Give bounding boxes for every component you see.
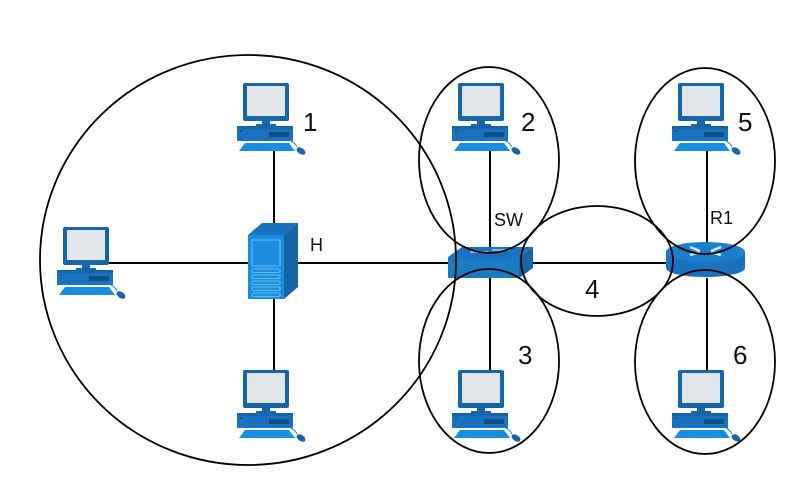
domain-label-2: 2 bbox=[521, 107, 535, 137]
pc-hub-bottom bbox=[236, 369, 308, 444]
domain-ellipse-5 bbox=[634, 67, 776, 255]
switch-label: SW bbox=[494, 210, 523, 230]
pc-sw-top bbox=[451, 82, 523, 157]
pc-hub-top bbox=[236, 82, 308, 157]
domain-ellipse-1 bbox=[39, 54, 457, 466]
domain-ellipse-3 bbox=[418, 268, 560, 454]
domain-label-1: 1 bbox=[303, 107, 317, 137]
router-label: R1 bbox=[710, 208, 733, 228]
domain-boundaries bbox=[39, 54, 776, 466]
pc-sw-bottom bbox=[451, 369, 523, 444]
domain-label-4: 4 bbox=[585, 274, 599, 304]
domain-label-5: 5 bbox=[738, 107, 752, 137]
domain-label-3: 3 bbox=[518, 340, 532, 370]
domain-ellipse-2 bbox=[418, 66, 560, 254]
pc-r1-bottom bbox=[671, 369, 743, 444]
domain-ellipse-6 bbox=[634, 269, 776, 455]
links bbox=[105, 150, 708, 370]
hub-label: H bbox=[310, 235, 323, 255]
domain-label-6: 6 bbox=[733, 340, 747, 370]
router-icon bbox=[666, 242, 745, 277]
hub-server-icon bbox=[248, 223, 298, 299]
domain-ellipse-4 bbox=[520, 205, 674, 317]
pc-r1-top bbox=[671, 82, 743, 157]
